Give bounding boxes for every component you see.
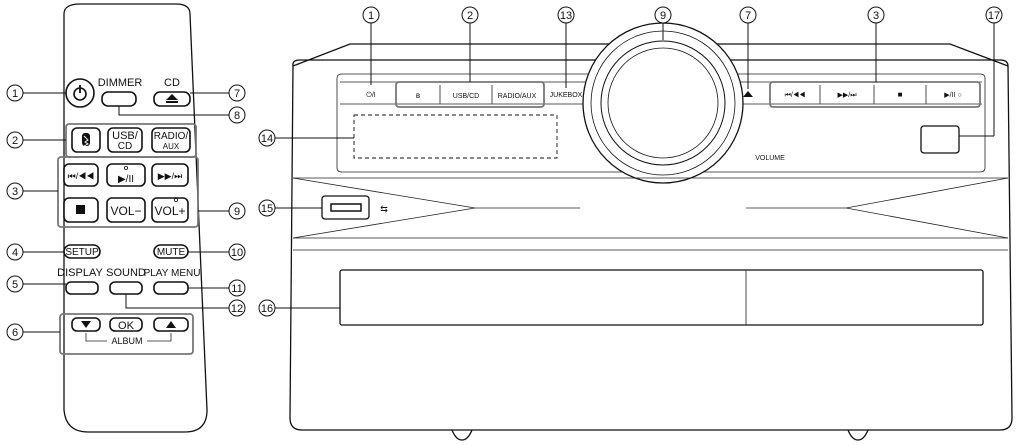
remote-group-playback [57, 156, 199, 228]
usb-icon: ⇆ [380, 204, 388, 214]
remote-group-album [59, 313, 194, 355]
remote-vol-plus-button[interactable]: VOL+ [151, 197, 189, 223]
remote-setup-label: SETUP [65, 247, 99, 258]
remote-cd-sub-label: CD [118, 141, 132, 152]
remote-cd-label: CD [164, 77, 180, 89]
remote-ok-label: OK [118, 320, 135, 332]
unit-volume-knob[interactable] [582, 22, 744, 184]
remote-album-down-button[interactable] [71, 317, 101, 332]
remote-sound-label: SOUND [106, 267, 146, 279]
remote-next-icon: ▶▶/⏭ [158, 171, 182, 181]
callout-9-remote: 9 [234, 206, 240, 218]
remote-play-pause-icon: ▶/II [118, 174, 134, 185]
callouts: 1 2 3 4 5 6 7 8 9 10 11 12 [6, 6, 1003, 341]
remote-mute-button[interactable]: MUTE [153, 244, 189, 259]
remote-play-menu-label: PLAY MENU [144, 268, 201, 279]
remote-aux-sub-label: AUX [163, 142, 180, 151]
unit-top-panel [336, 73, 986, 173]
callout-5-remote: 5 [12, 279, 18, 291]
remote-stop-button[interactable] [63, 197, 99, 223]
callout-15-unit: 15 [261, 203, 273, 215]
remote-dimmer-button[interactable] [101, 91, 137, 107]
callout-9-unit: 9 [660, 10, 666, 22]
remote-prev-icon: ⏮/◀◀ [68, 171, 95, 181]
remote-ok-button[interactable]: OK [109, 317, 143, 332]
callout-1-unit: 1 [368, 10, 374, 22]
unit-foot-right [847, 429, 869, 441]
remote-prev-button[interactable]: ⏮/◀◀ [63, 163, 99, 187]
unit-play-pause-button[interactable]: ▶/II ○ [944, 92, 961, 99]
callout-11-remote: 11 [231, 283, 242, 295]
remote-vol-minus-button[interactable]: VOL− [106, 197, 146, 223]
remote-display-button[interactable] [65, 281, 99, 295]
remote-album-up-button[interactable] [153, 317, 189, 332]
unit-power-label[interactable]: ⏻/I [366, 91, 375, 99]
remote-power-button[interactable] [65, 78, 95, 108]
remote-play-menu-button[interactable] [153, 281, 189, 295]
remote-album-label: ALBUM [111, 336, 142, 346]
triangle-down-icon [81, 321, 91, 328]
unit-next-button[interactable]: ▶▶/⏭ [837, 92, 857, 99]
unit-radio-aux-button[interactable]: RADIO/AUX [498, 93, 537, 100]
stop-icon [76, 205, 85, 214]
remote-radio-aux-button[interactable]: RADIO/ AUX [151, 127, 191, 153]
callout-16-unit: 16 [261, 303, 273, 315]
remote-sound-button[interactable] [109, 281, 143, 295]
remote-next-button[interactable]: ▶▶/⏭ [151, 163, 189, 187]
remote-bluetooth-button[interactable] [71, 127, 101, 153]
remote-mute-label: MUTE [157, 247, 186, 258]
remote-radio-label: RADIO/ [154, 131, 189, 142]
remote-usb-cd-button[interactable]: USB/ CD [107, 127, 143, 153]
unit-remote-sensor [920, 125, 960, 154]
unit-display-window [353, 114, 558, 159]
unit-body [289, 59, 1013, 431]
remote-body [63, 3, 208, 433]
callout-3-remote: 3 [12, 186, 18, 198]
remote-vol-minus-label: VOL− [110, 204, 141, 218]
callout-4-remote: 4 [12, 247, 18, 259]
unit-usb-cd-button[interactable]: USB/CD [453, 93, 479, 100]
remote-dimmer-label: DIMMER [98, 77, 143, 89]
bluetooth-icon [83, 135, 89, 147]
callout-2-remote: 2 [12, 135, 18, 147]
unit-stop-button[interactable]: ■ [898, 90, 903, 99]
unit-bluetooth-button[interactable]: ʙ [416, 91, 420, 100]
unit-eject-button[interactable] [743, 91, 753, 97]
remote-vol-plus-label: VOL+ [154, 204, 185, 218]
unit-prev-button[interactable]: ⏮/◀◀ [785, 91, 806, 99]
unit-disc-tray[interactable] [339, 269, 984, 326]
callout-6-remote: 6 [12, 327, 18, 339]
callout-2-unit: 2 [467, 10, 473, 22]
remote-setup-button[interactable]: SETUP [63, 244, 101, 259]
callout-7-remote: 7 [234, 88, 240, 100]
remote-control: DIMMER CD USB/ CD RADIO/ AUX ⏮/◀◀ [57, 3, 208, 433]
unit-usb-port[interactable] [321, 195, 370, 220]
unit-transport-group [769, 81, 981, 108]
triangle-up-icon [166, 321, 176, 328]
remote-display-label: DISPLAY [57, 267, 103, 279]
callout-8-remote: 8 [234, 110, 240, 122]
callout-10-remote: 10 [231, 247, 243, 259]
callout-7-unit: 7 [745, 10, 751, 22]
unit-jukebox-button[interactable]: JUKEBOX [550, 92, 583, 99]
callout-14-unit: 14 [261, 133, 273, 145]
unit-volume-label: VOLUME [755, 155, 785, 162]
remote-usb-label: USB/ [112, 130, 139, 142]
callout-3-unit: 3 [873, 10, 879, 22]
callout-13-unit: 13 [560, 10, 572, 22]
unit-foot-left [451, 429, 473, 441]
remote-cd-eject-button[interactable] [153, 91, 191, 107]
callout-12-remote: 12 [231, 303, 243, 315]
callout-1-remote: 1 [12, 88, 18, 100]
callout-17-unit: 17 [988, 10, 1000, 22]
remote-play-pause-button[interactable]: ▶/II [106, 163, 146, 187]
main-unit: ⏻/I ʙ USB/CD RADIO/AUX JUKEBOX ⏮/◀◀ ▶▶/⏭… [289, 22, 1013, 441]
